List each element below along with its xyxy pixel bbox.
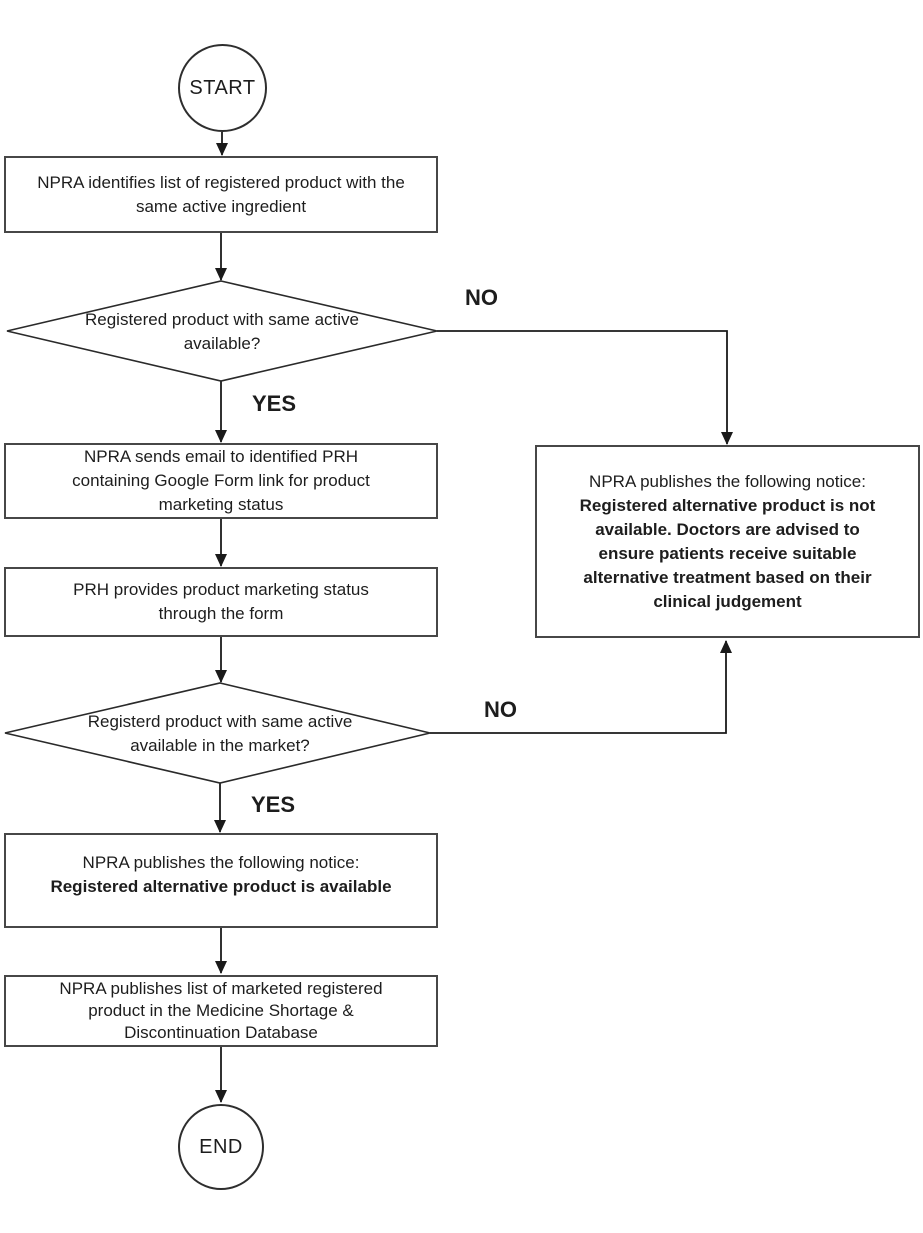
decision2-yes-label: YES <box>251 792 296 817</box>
decision1-no-label: NO <box>465 285 498 310</box>
notice-not-available-bold1: Registered alternative product is not <box>579 495 876 515</box>
decision1-diamond-shape <box>6 280 438 382</box>
identify-products-box: NPRA identifies list of registered produ… <box>4 156 438 233</box>
publish-list-line3: Discontinuation Database <box>124 1023 318 1042</box>
decision1-line1: Registered product with same active <box>84 310 360 329</box>
decision2-no-label: NO <box>484 697 517 722</box>
prh-provides-line1: PRH provides product marketing status <box>73 580 369 599</box>
send-email-box: NPRA sends email to identified PRH conta… <box>4 443 438 519</box>
notice-not-available-box: NPRA publishes the following notice: Reg… <box>535 445 920 638</box>
decision1-text: Registered product with same active avai… <box>42 308 402 356</box>
arrow-decision2-no-to-notice <box>430 640 732 734</box>
send-email-line3: marketing status <box>158 495 284 514</box>
prh-provides-line2: through the form <box>158 604 284 623</box>
decision1-yes-label: YES <box>252 391 297 416</box>
notice-not-available-bold3: ensure patients receive suitable <box>598 543 857 563</box>
notice-available-bold: Registered alternative product is availa… <box>50 877 392 896</box>
decision2-line2: available in the market? <box>130 736 310 755</box>
notice-not-available-bold4: alternative treatment based on their <box>583 567 872 587</box>
end-terminal: END <box>178 1104 264 1190</box>
notice-available-box: NPRA publishes the following notice: Reg… <box>4 833 438 928</box>
notice-available-intro: NPRA publishes the following notice: <box>82 853 360 872</box>
decision2-diamond-shape <box>4 682 431 784</box>
prh-provides-box: PRH provides product marketing status th… <box>4 567 438 637</box>
decision2-line1: Registerd product with same active <box>87 712 353 731</box>
send-email-line1: NPRA sends email to identified PRH <box>83 447 359 466</box>
notice-not-available-bold5: clinical judgement <box>653 591 802 611</box>
arrow-decision1-no-to-notice <box>437 330 733 445</box>
start-terminal: START <box>178 44 267 132</box>
identify-products-line2: same active ingredient <box>135 196 307 216</box>
publish-list-line1: NPRA publishes list of marketed register… <box>59 979 383 998</box>
start-label: START <box>189 76 256 99</box>
send-email-line2: containing Google Form link for product <box>72 471 370 490</box>
decision1-line2: available? <box>183 334 261 353</box>
end-label: END <box>199 1135 243 1158</box>
notice-not-available-intro: NPRA publishes the following notice: <box>589 471 866 491</box>
identify-products-line1: NPRA identifies list of registered produ… <box>37 172 405 192</box>
notice-not-available-bold2: available. Doctors are advised to <box>595 519 860 539</box>
decision2-text: Registerd product with same active avail… <box>40 710 400 758</box>
publish-list-line2: product in the Medicine Shortage & <box>88 1001 354 1020</box>
publish-list-box: NPRA publishes list of marketed register… <box>4 975 438 1047</box>
